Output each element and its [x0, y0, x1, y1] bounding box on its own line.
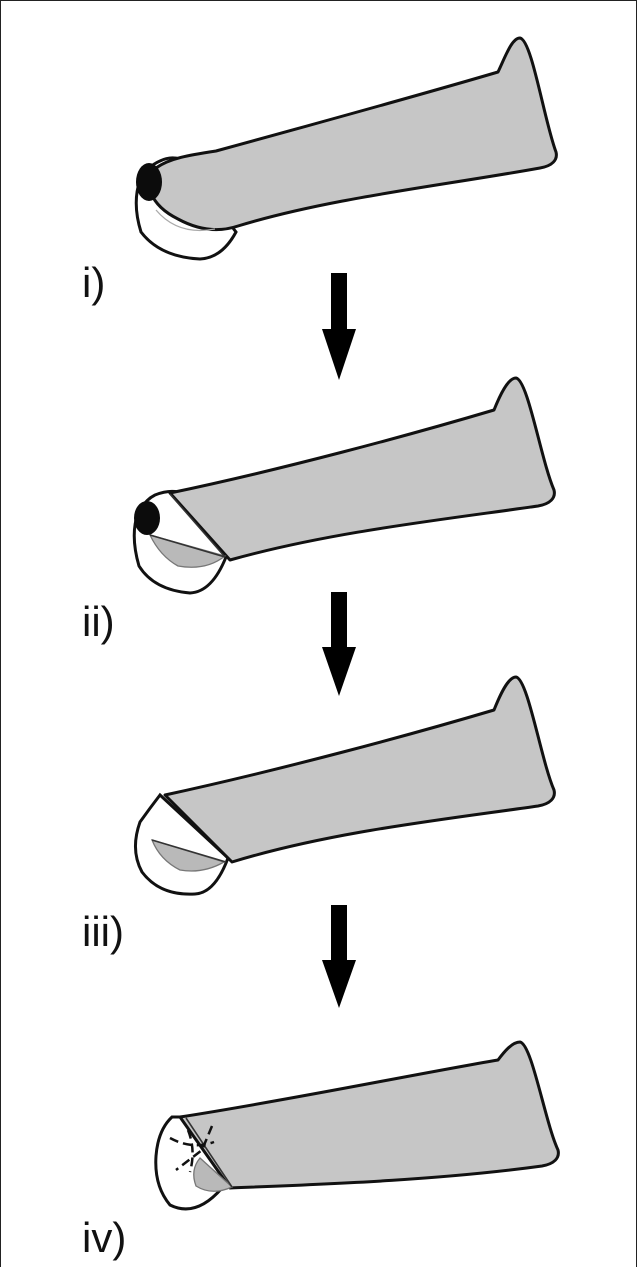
- arrow-3: [322, 905, 356, 1008]
- step-1-dark-lesion: [136, 163, 162, 201]
- step-3-label-text: iii): [82, 908, 124, 955]
- step-4-label-text: iv): [82, 1214, 126, 1261]
- step-3-label: iii): [82, 908, 124, 955]
- step-1-illustration: [136, 38, 556, 259]
- arrow-1: [322, 273, 356, 380]
- step-2-dark-lesion: [134, 501, 160, 535]
- step-1-label-text: i): [82, 259, 105, 306]
- step-3-illustration: [135, 677, 554, 894]
- step-2-label: ii): [82, 598, 115, 645]
- step-4-bone: [180, 1042, 558, 1188]
- step-4-illustration: [156, 1042, 559, 1209]
- step-1-label: i): [82, 259, 105, 306]
- arrow-2: [322, 592, 356, 696]
- step-3-bone: [165, 677, 554, 862]
- step-2-bone: [170, 378, 554, 560]
- step-2-label-text: ii): [82, 598, 115, 645]
- step-4-label: iv): [82, 1214, 126, 1261]
- step-2-illustration: [134, 378, 554, 593]
- step-1-bone: [149, 38, 556, 230]
